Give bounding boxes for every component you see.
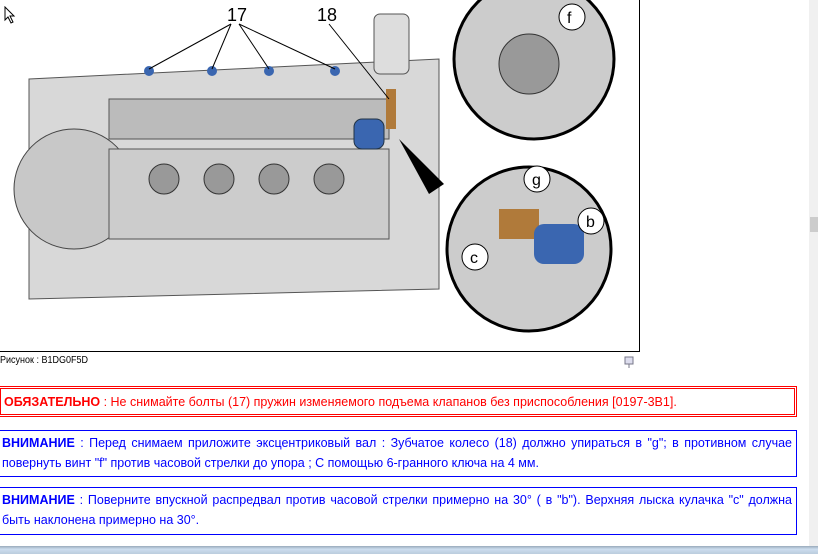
notice-text: : Поверните впускной распредвал против ч… bbox=[2, 493, 792, 527]
notice-text: : Перед снимаем приложите эксцентриковый… bbox=[2, 436, 792, 470]
notice-label: ВНИМАНИЕ bbox=[2, 493, 75, 507]
callout-c: c bbox=[470, 250, 478, 267]
arrow-pointer bbox=[399, 139, 444, 194]
detail-circle-gbc bbox=[445, 165, 613, 333]
callout-17: 17 bbox=[227, 5, 247, 25]
taskbar bbox=[0, 546, 818, 554]
figure-zoom-icon[interactable] bbox=[624, 356, 634, 368]
callout-b: b bbox=[586, 214, 595, 231]
scrollbar-thumb[interactable] bbox=[810, 217, 818, 232]
notice-label: ОБЯЗАТЕЛЬНО bbox=[4, 395, 101, 409]
engine-illustration: 17 18 f g b c bbox=[0, 0, 640, 352]
vertical-scrollbar[interactable] bbox=[809, 0, 818, 546]
mouse-cursor-icon bbox=[4, 6, 16, 24]
callout-g: g bbox=[532, 172, 541, 189]
mandatory-notice: ОБЯЗАТЕЛЬНО : Не снимайте болты (17) пру… bbox=[0, 386, 797, 417]
callout-18: 18 bbox=[317, 5, 337, 25]
engine-drawing: 17 18 f g b c bbox=[13, 0, 616, 333]
callout-f: f bbox=[567, 10, 572, 27]
notice-text: : Не снимайте болты (17) пружин изменяем… bbox=[100, 395, 677, 409]
attention-notice-2: ВНИМАНИЕ : Поверните впускной распредвал… bbox=[0, 487, 797, 535]
notice-label: ВНИМАНИЕ bbox=[2, 436, 75, 450]
callout-lines bbox=[148, 23, 390, 100]
cylinder-head bbox=[13, 13, 440, 300]
attention-notice-1: ВНИМАНИЕ : Перед снимаем приложите эксце… bbox=[0, 430, 797, 477]
figure-caption: Рисунок : B1DG0F5D bbox=[0, 355, 88, 366]
